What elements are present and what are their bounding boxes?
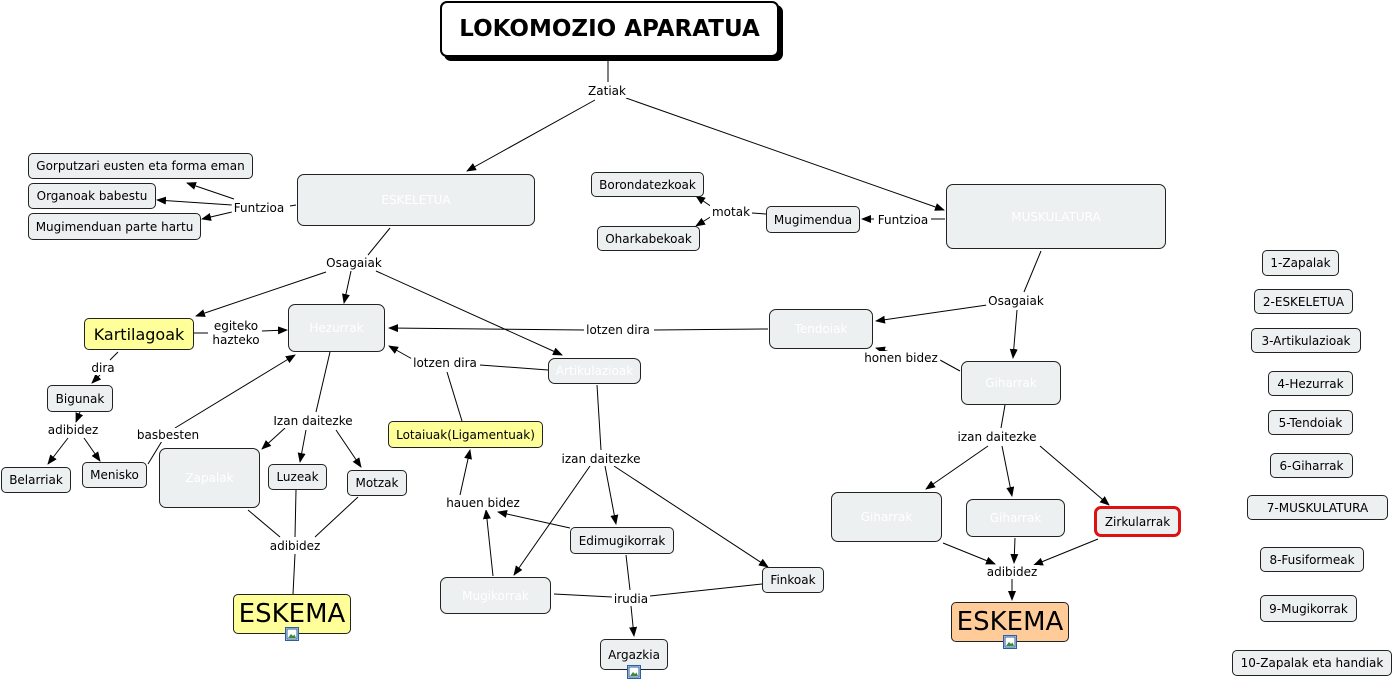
link-adibidez-bigunak: adibidez (45, 423, 101, 437)
node-edimugikorrak[interactable]: Edimugikorrak (570, 527, 674, 554)
link-izan-daitezke-hezurrak: Izan daitezke (271, 414, 355, 428)
legend-item[interactable]: 3-Artikulazioak (1251, 328, 1361, 353)
link-irudia: irudia (611, 592, 651, 606)
link-egiteko: egiteko (213, 319, 259, 333)
node-mugimenduan[interactable]: Mugimenduan parte hartu (28, 213, 201, 240)
node-zapalak[interactable]: Zapalak (159, 448, 260, 508)
node-kartilagoak[interactable]: Kartilagoak (84, 318, 194, 350)
legend-item[interactable]: 4-Hezurrak (1268, 371, 1353, 396)
node-menisko[interactable]: Menisko (82, 462, 147, 488)
node-hezurrak[interactable]: Hezurrak (288, 304, 385, 352)
link-dira: dira (89, 361, 117, 375)
link-zatiak: Zatiak (586, 84, 628, 98)
node-oharkabekoak[interactable]: Oharkabekoak (597, 226, 700, 251)
link-honen-bidez: honen bidez (862, 351, 940, 365)
link-osagaiak-eskeletua: Osagaiak (324, 256, 384, 270)
node-argazkia[interactable]: Argazkia (600, 639, 668, 670)
node-tendoiak[interactable]: Tendoiak (769, 309, 873, 349)
link-basbesten: basbesten (134, 428, 202, 442)
node-artikulazioak[interactable]: Artikulazioak (548, 358, 641, 384)
link-egiteko-hazteko: egiteko hazteko (210, 319, 262, 347)
legend-item[interactable]: 2-ESKELETUA (1254, 289, 1353, 314)
legend-item[interactable]: 5-Tendoiak (1268, 410, 1353, 435)
node-motzak[interactable]: Motzak (347, 470, 407, 496)
node-finkoak[interactable]: Finkoak (762, 567, 824, 593)
node-gorputzari[interactable]: Gorputzari eusten eta forma eman (28, 153, 253, 179)
link-lotzen-dira-artikulazioak: lotzen dira (411, 356, 479, 370)
node-lotaiuak[interactable]: Lotaiuak(Ligamentuak) (388, 421, 543, 448)
node-borondatezkoak[interactable]: Borondatezkoak (591, 172, 704, 197)
link-funtzioa-right: Funtzioa (875, 213, 931, 227)
node-luzeak[interactable]: Luzeak (268, 464, 327, 490)
link-osagaiak-muskulatura: Osagaiak (986, 294, 1046, 308)
node-eskema-right[interactable]: ESKEMA (951, 602, 1069, 642)
node-mugimendua[interactable]: Mugimendua (766, 206, 860, 233)
link-hazteko: hazteko (212, 333, 260, 347)
diagram-title: LOKOMOZIO APARATUA (440, 1, 779, 57)
node-muskulatura[interactable]: MUSKULATURA (946, 184, 1166, 249)
node-eskeletua[interactable]: ESKELETUA (297, 174, 535, 226)
node-giharrak-a[interactable]: Giharrak (831, 492, 942, 542)
image-attachment-icon[interactable] (1003, 635, 1017, 649)
link-motak: motak (709, 205, 753, 219)
node-organoak[interactable]: Organoak babestu (28, 183, 156, 209)
legend-item[interactable]: 10-Zapalak eta handiak (1232, 650, 1392, 676)
node-giharrak-b[interactable]: Giharrak (966, 499, 1065, 537)
link-izan-daitezke-giharrak: izan daitezke (955, 430, 1039, 444)
image-attachment-icon[interactable] (285, 627, 299, 641)
image-attachment-icon[interactable] (627, 665, 641, 679)
node-belarriak[interactable]: Belarriak (1, 467, 71, 493)
node-zirkularrak[interactable]: Zirkularrak (1094, 506, 1181, 537)
link-adibidez-eskema: adibidez (267, 539, 323, 553)
link-izan-daitezke-artikulazioak: izan daitezke (559, 452, 643, 466)
link-lotzen-dira-tendoiak: lotzen dira (584, 323, 652, 337)
legend-item[interactable]: 8-Fusiformeak (1260, 547, 1364, 572)
node-bigunak[interactable]: Bigunak (47, 385, 113, 412)
link-funtzioa-left: Funtzioa (231, 201, 287, 215)
node-mugikorrak[interactable]: Mugikorrak (440, 577, 551, 614)
link-adibidez-giharrak: adibidez (984, 565, 1040, 579)
legend-item[interactable]: 7-MUSKULATURA (1247, 495, 1388, 520)
node-giharrak[interactable]: Giharrak (961, 361, 1061, 405)
legend-item[interactable]: 6-Giharrak (1270, 453, 1353, 478)
legend-item[interactable]: 1-Zapalak (1262, 250, 1339, 276)
legend-item[interactable]: 9-Mugikorrak (1260, 595, 1357, 622)
link-hauen-bidez: hauen bidez (444, 496, 522, 510)
